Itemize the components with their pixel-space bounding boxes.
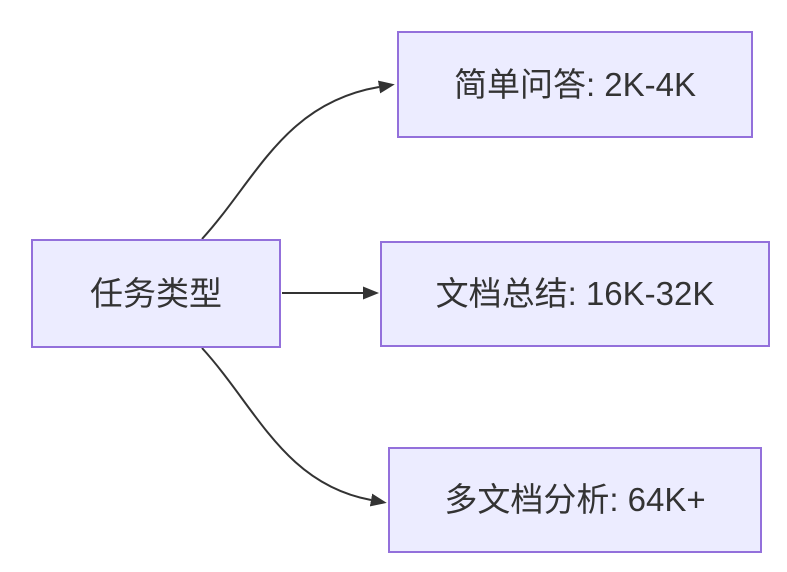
node-multi-doc: 多文档分析: 64K+	[388, 447, 762, 553]
node-doc-summary: 文档总结: 16K-32K	[380, 241, 770, 347]
node-simple-qa: 简单问答: 2K-4K	[397, 31, 753, 138]
node-simple-qa-label: 简单问答: 2K-4K	[453, 65, 697, 103]
node-task-type: 任务类型	[31, 239, 281, 348]
node-doc-summary-label: 文档总结: 16K-32K	[435, 275, 715, 313]
node-multi-doc-label: 多文档分析: 64K+	[444, 481, 706, 519]
edge-task-type-to-multi-doc	[201, 347, 387, 507]
edge-task-type-to-simple-qa	[201, 80, 395, 240]
node-task-type-label: 任务类型	[90, 274, 222, 312]
